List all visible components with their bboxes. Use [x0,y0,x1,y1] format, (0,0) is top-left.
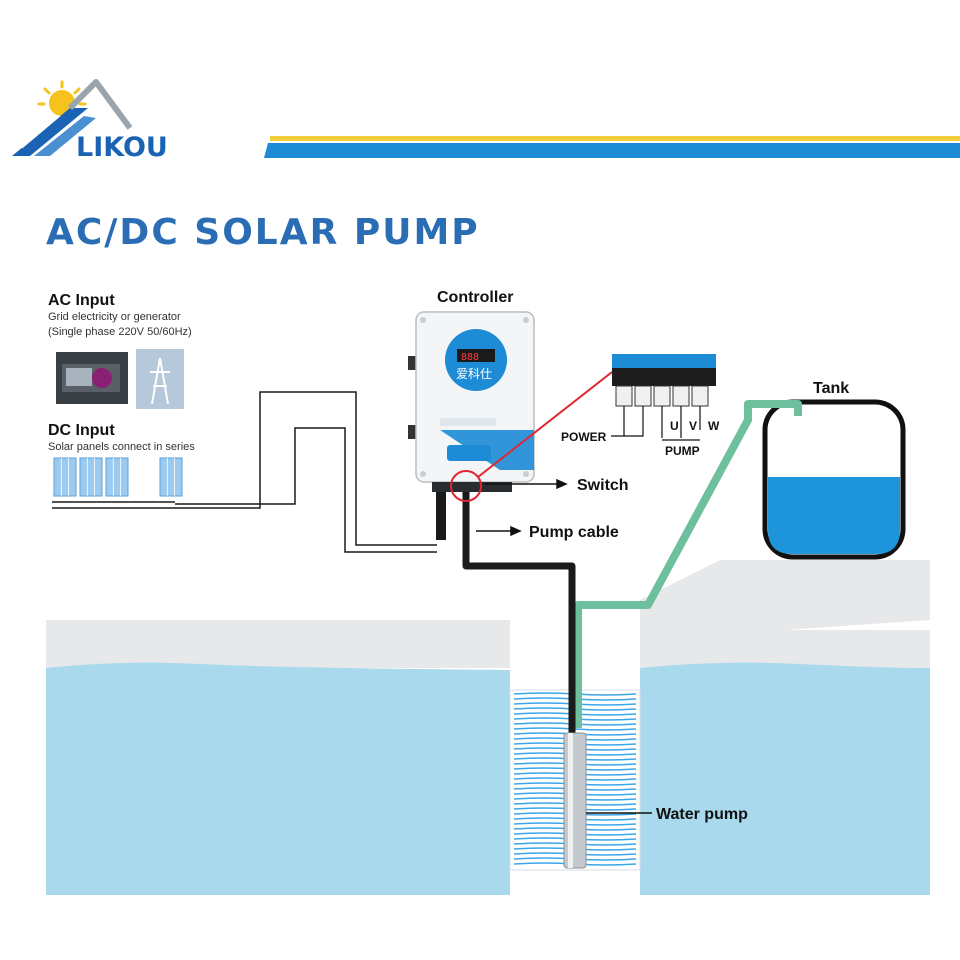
callout [450,371,613,502]
solar-panel [53,457,77,497]
v-label: V [689,419,697,433]
grid-tower-icon [136,349,184,409]
water-pump-label: Water pump [656,806,748,823]
tank-label: Tank [813,380,849,397]
brand-name: LIKOU [76,132,168,163]
logo [12,79,133,156]
switch-label: Switch [577,477,629,494]
ac-input-heading: AC Input [48,292,115,309]
controller-display-digits: 888 [461,352,479,363]
pump-cable [462,490,576,735]
page-title: AC/DC SOLAR PUMP [46,212,480,253]
pump-terminal-label: PUMP [665,444,700,458]
input-wiring [52,391,437,553]
solar-roof-icon [12,79,133,156]
solar-panel [159,457,183,497]
generator-icon [56,352,128,404]
header-stripes [264,136,960,158]
controller-display [457,349,495,362]
water-pipe [574,400,802,728]
controller [408,311,535,540]
terminal-block [611,354,716,441]
controller-label: Controller [437,289,513,306]
water-pump [563,732,652,869]
u-label: U [670,419,679,433]
solar-panel-icon [53,457,183,497]
solar-panel [79,457,103,497]
label-arrows [476,478,568,537]
ground-and-water [46,560,930,895]
ac-input-line1: Grid electricity or generator [48,311,181,323]
power-label: POWER [561,430,607,444]
dc-input-line1: Solar panels connect in series [48,441,195,453]
pump-cable-label: Pump cable [529,524,619,541]
w-label: W [708,419,720,433]
dc-input-heading: DC Input [48,422,115,439]
tank [762,399,906,560]
solar-panel [105,457,129,497]
controller-brand-text: 爱科仕 [456,367,492,381]
ac-input-line2: (Single phase 220V 50/60Hz) [48,326,192,338]
